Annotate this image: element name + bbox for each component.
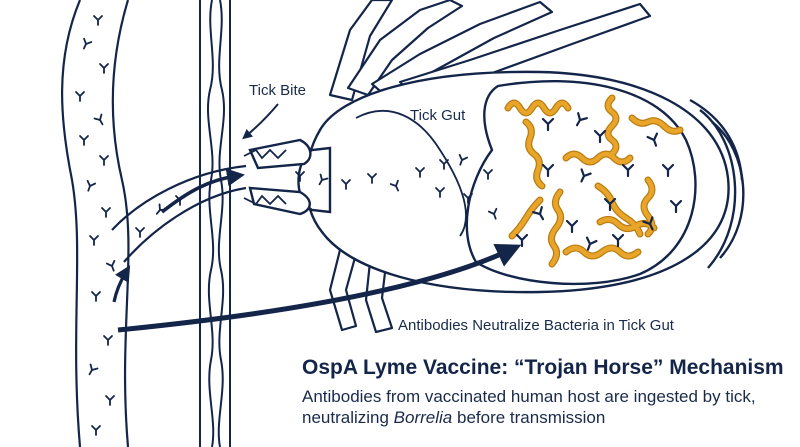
tick-legs xyxy=(328,0,652,334)
diagram-subtitle: Antibodies from vaccinated human host ar… xyxy=(302,386,772,428)
vessel-antibodies xyxy=(75,15,119,436)
subtitle-italic-word: Borrelia xyxy=(393,408,453,427)
diagram-title: OspA Lyme Vaccine: “Trojan Horse” Mechan… xyxy=(302,356,784,379)
transfer-arrows xyxy=(112,103,522,333)
skin-layer xyxy=(199,0,231,447)
tick-mouthparts xyxy=(243,148,287,206)
blood-vessel xyxy=(61,0,130,447)
arrow-icon xyxy=(112,265,131,303)
borrelia-bacteria xyxy=(504,94,684,268)
label-tick-gut: Tick Gut xyxy=(410,107,466,124)
feeding-channel xyxy=(111,164,247,263)
label-neutralize: Antibodies Neutralize Bacteria in Tick G… xyxy=(398,317,674,334)
subtitle-part-2: before transmission xyxy=(452,408,606,427)
arrow-icon xyxy=(117,243,522,333)
arrow-icon xyxy=(242,103,279,140)
subtitle-part-1: Antibodies from vaccinated human host ar… xyxy=(302,387,756,427)
label-tick-bite: Tick Bite xyxy=(249,82,306,99)
arrow-icon xyxy=(160,168,245,214)
